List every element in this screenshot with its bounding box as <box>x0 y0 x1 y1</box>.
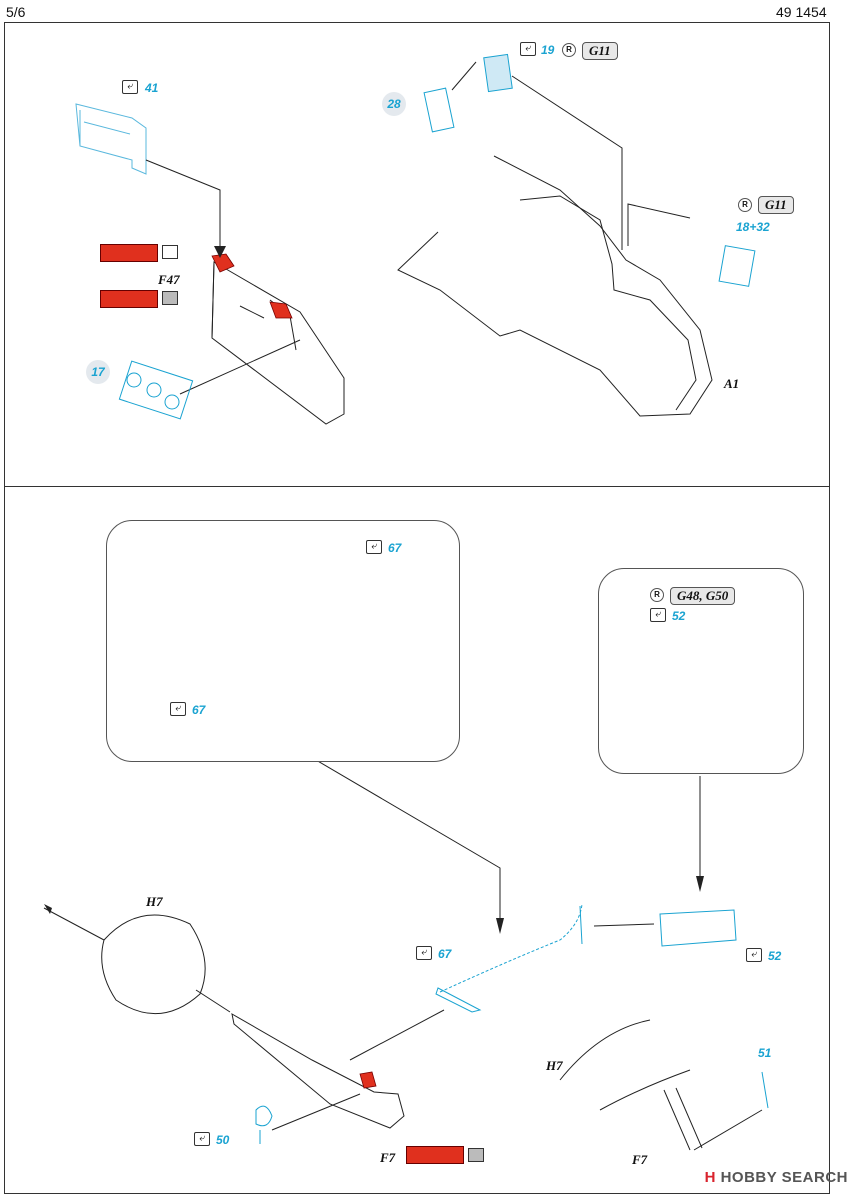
gun-mount-f7 <box>663 1087 703 1151</box>
leader-line <box>315 759 501 930</box>
step-circle: 17 <box>86 360 110 384</box>
part-label: F7 <box>380 1150 396 1165</box>
red-part-f7 <box>359 1071 377 1089</box>
paint-shaded-icon <box>162 291 178 305</box>
checkbox-icon: ⤶ <box>520 42 536 56</box>
part-label: H7 <box>146 894 163 909</box>
checkbox-icon: ⤶ <box>650 608 666 622</box>
arrow-head <box>214 246 226 258</box>
checkbox-icon: ⤶ <box>170 702 186 716</box>
part-number: 67 <box>388 541 402 555</box>
checkbox-icon: ⤶ <box>746 948 762 962</box>
checkbox-icon: ⤶ <box>416 946 432 960</box>
feed-chute-67 <box>439 903 583 993</box>
part-reference: G11 <box>758 196 794 214</box>
instruction-frame <box>4 22 830 1194</box>
logo: H <box>704 1169 716 1186</box>
paint-brush-icon <box>162 245 178 259</box>
pin-51 <box>761 1071 769 1109</box>
part-label: A1 <box>724 376 740 391</box>
part-number: 50 <box>216 1133 230 1147</box>
part-reference: G11 <box>582 42 618 60</box>
part-number: 67 <box>438 947 452 961</box>
ammo-box-52-lower <box>659 909 737 947</box>
checkbox-icon: ⤶ <box>366 540 382 554</box>
part-number: 51 <box>758 1046 772 1060</box>
part-number: 19 <box>541 43 555 57</box>
fuselage-a1 <box>397 155 713 417</box>
checkbox-icon: ⤶ <box>122 80 138 94</box>
part-label: F7 <box>632 1152 648 1167</box>
remove-part-icon: R <box>650 588 664 602</box>
part-number: 41 <box>145 81 159 95</box>
leader-line-19 <box>511 75 623 250</box>
decal-part-19 <box>483 53 513 93</box>
arrow-head <box>496 918 504 934</box>
panel-part-41 <box>75 103 147 175</box>
arrow-head <box>696 876 704 892</box>
leader-line-17 <box>179 339 301 395</box>
page-number: 5/6 <box>6 4 26 20</box>
part-label: F47 <box>158 272 180 287</box>
part-number: 52 <box>672 609 686 623</box>
instrument-panel-17 <box>118 360 194 420</box>
side-panel <box>211 261 345 425</box>
leader-line <box>145 159 221 250</box>
watermark: H HOBBY SEARCH <box>705 1169 848 1186</box>
turret-ring-h7 <box>559 1019 691 1111</box>
paint-shaded-icon <box>468 1148 484 1162</box>
red-color-swatch <box>406 1146 464 1164</box>
step-circle: 28 <box>382 92 406 116</box>
section-divider <box>4 486 830 487</box>
remove-part-icon: R <box>738 198 752 212</box>
red-part-f47-b <box>269 301 293 319</box>
watermark-text: HOBBY SEARCH <box>720 1169 848 1186</box>
detail-callout-ammo <box>106 520 460 762</box>
turret-dome-h7 <box>101 914 206 1014</box>
gun-sight-50 <box>255 1105 273 1144</box>
kit-code: 49 1454 <box>776 4 827 20</box>
checkbox-icon: ⤶ <box>194 1132 210 1146</box>
part-label: H7 <box>546 1058 563 1073</box>
red-color-swatch <box>100 290 158 308</box>
red-part-f47-a <box>211 253 235 273</box>
remove-part-icon: R <box>562 43 576 57</box>
arrow-head <box>44 904 52 914</box>
part-number: 52 <box>768 949 782 963</box>
red-color-swatch <box>100 244 158 262</box>
decal-part-28 <box>423 87 455 133</box>
machine-gun <box>231 1013 405 1129</box>
decal-part-18-32 <box>718 245 756 287</box>
part-number: 18+32 <box>736 220 770 234</box>
part-reference: G48, G50 <box>670 587 736 605</box>
part-number: 67 <box>192 703 206 717</box>
